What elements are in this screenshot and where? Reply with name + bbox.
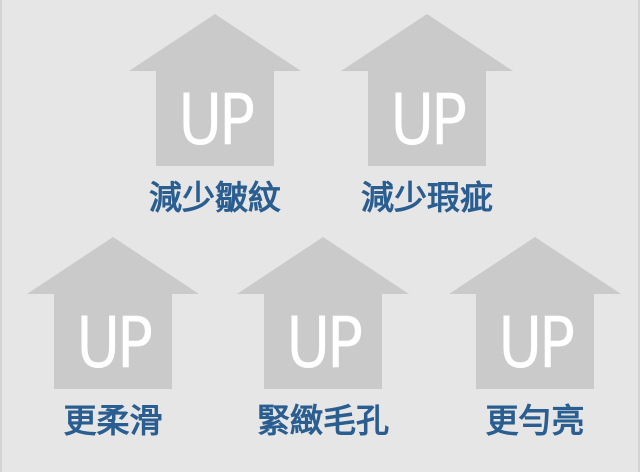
benefit-badge-3: UP 更柔滑 — [27, 237, 199, 445]
up-text: UP — [286, 302, 363, 384]
benefit-badge-1: UP 減少皺紋 — [129, 14, 301, 222]
benefit-label: 更勻亮 — [485, 401, 585, 440]
benefit-label: 緊緻毛孔 — [257, 401, 389, 440]
house-up-arrow-icon — [237, 237, 409, 389]
up-text: UP — [498, 302, 575, 384]
house-up-arrow-icon — [129, 14, 301, 166]
house-up-arrow-icon — [341, 14, 513, 166]
benefit-label: 更柔滑 — [63, 401, 163, 440]
benefit-badge-4: UP 緊緻毛孔 — [237, 237, 409, 445]
benefit-label: 減少瑕疵 — [361, 178, 493, 217]
house-up-arrow-icon — [449, 237, 621, 389]
benefit-label: 減少皺紋 — [149, 178, 281, 217]
up-text: UP — [390, 79, 467, 161]
left-border — [0, 0, 2, 472]
up-text: UP — [76, 302, 153, 384]
benefit-badge-2: UP 減少瑕疵 — [341, 14, 513, 222]
right-border — [638, 0, 640, 472]
benefit-badge-5: UP 更勻亮 — [449, 237, 621, 445]
up-text: UP — [178, 79, 255, 161]
house-up-arrow-icon — [27, 237, 199, 389]
